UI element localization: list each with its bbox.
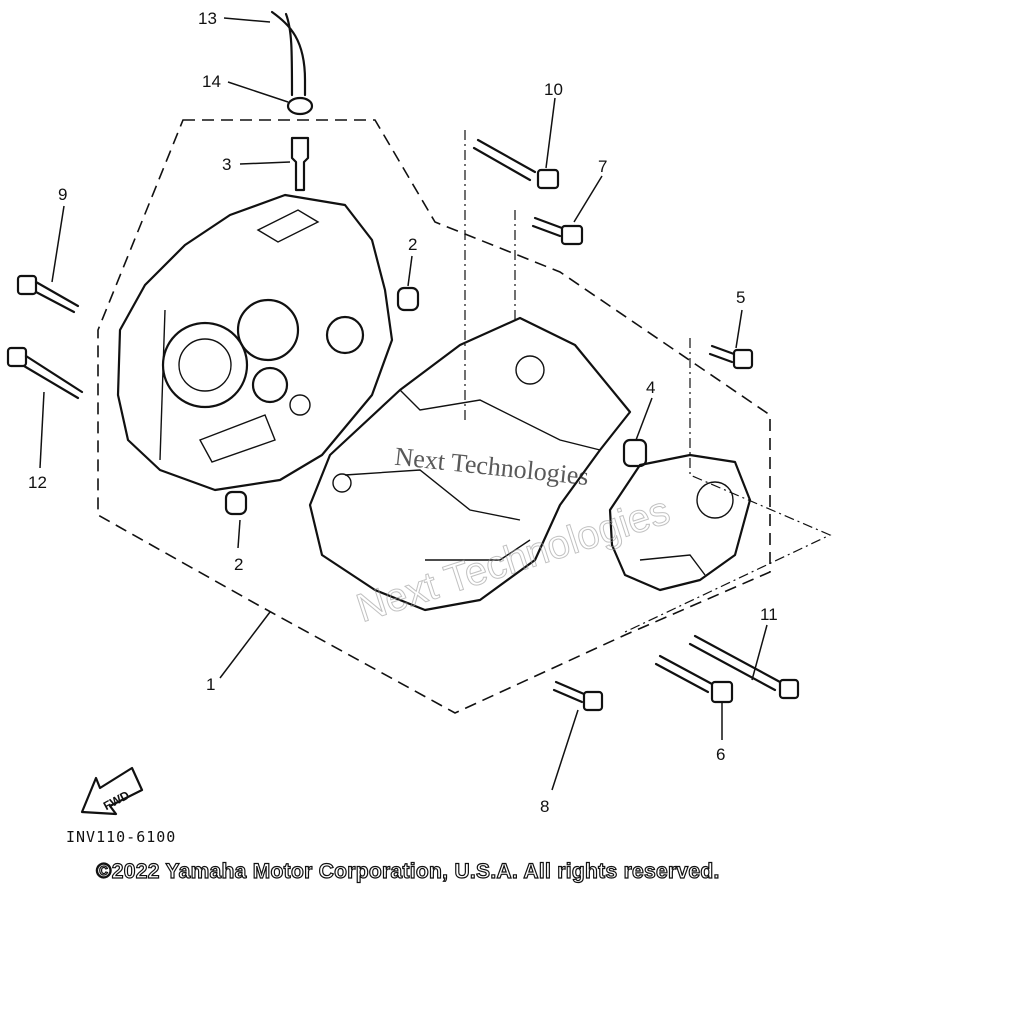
callout-5: 5 xyxy=(736,288,745,307)
callout-9: 9 xyxy=(58,185,67,204)
callout-11: 11 xyxy=(760,605,778,624)
right-crankcase-half xyxy=(308,316,632,612)
breather-hose xyxy=(270,10,307,97)
bolt-7 xyxy=(531,216,584,246)
crankcase-cover xyxy=(608,453,752,592)
bolt-9 xyxy=(16,274,80,314)
dowel-pin-lower xyxy=(224,490,248,516)
cover-outline xyxy=(624,338,832,633)
dowel-pin-upper xyxy=(396,286,420,312)
left-crankcase-half xyxy=(116,193,394,492)
callout-2-upper: 2 xyxy=(408,235,417,254)
callout-1: 1 xyxy=(206,675,215,694)
bolt-8 xyxy=(552,680,604,712)
callout-2-lower: 2 xyxy=(234,555,243,574)
callout-10: 10 xyxy=(544,80,563,99)
callout-12: 12 xyxy=(28,473,47,492)
bolt-12 xyxy=(6,346,84,400)
bolt-11 xyxy=(688,634,800,700)
callout-8: 8 xyxy=(540,797,549,816)
callout-14: 14 xyxy=(202,72,221,91)
callout-4: 4 xyxy=(646,378,655,397)
bolt-6 xyxy=(654,654,734,704)
copyright-notice: ©2022 Yamaha Motor Corporation, U.S.A. A… xyxy=(95,859,720,883)
callout-3: 3 xyxy=(222,155,231,174)
callout-6: 6 xyxy=(716,745,725,764)
watermark-ghost: Next Technologies xyxy=(351,488,675,631)
reference-code: INV110-6100 xyxy=(66,828,177,846)
breather-fitting xyxy=(290,136,310,192)
bolt-5 xyxy=(708,344,754,370)
callout-13: 13 xyxy=(198,9,217,28)
callout-7: 7 xyxy=(598,157,607,176)
bolt-10 xyxy=(472,138,560,190)
watermark-text: Next Technologies xyxy=(393,442,590,491)
dowel-pin-4 xyxy=(622,438,648,468)
leader-lines xyxy=(39,17,768,791)
fwd-arrow-icon: FWD xyxy=(80,766,144,816)
assembly-outline xyxy=(97,119,771,714)
fwd-arrow-label: FWD xyxy=(101,788,132,813)
hose-clamp xyxy=(286,96,314,116)
